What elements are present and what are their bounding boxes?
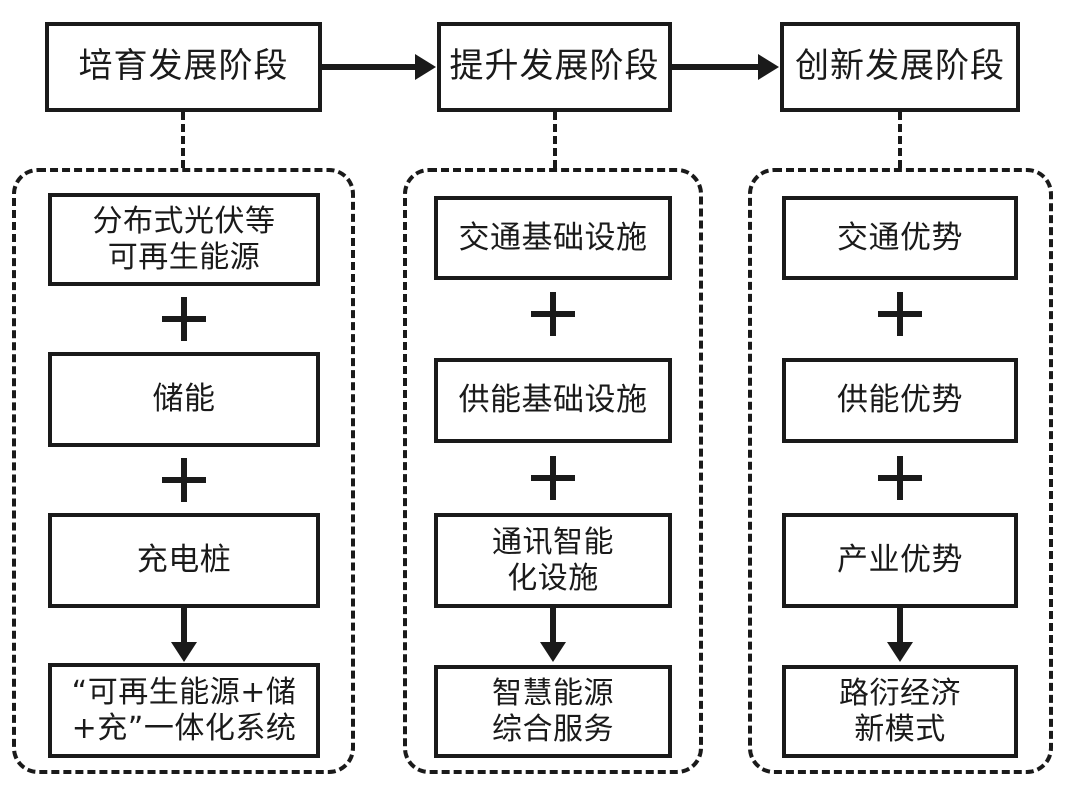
stage-arrow-2-to-3: [672, 64, 759, 70]
group-2-item-2-line1: 供能基础设施: [458, 382, 648, 419]
group-2-plus-1: [531, 292, 575, 336]
group-3-result[interactable]: 路衍经济 新模式: [782, 665, 1018, 758]
group-1-item-1[interactable]: 分布式光伏等 可再生能源: [48, 193, 320, 286]
group-3-down-arrow: [897, 608, 903, 643]
group-2-item-1[interactable]: 交通基础设施: [434, 196, 672, 280]
stage-label-3: 创新发展阶段: [795, 46, 1005, 87]
group-1-result-line1: “可再生能源+储: [71, 675, 297, 711]
group-container-1: [12, 168, 355, 774]
group-1-result-line2: +充”一体化系统: [71, 710, 297, 746]
group-container-3: [748, 168, 1053, 774]
group-3-item-1[interactable]: 交通优势: [782, 196, 1018, 280]
group-3-plus-1: [878, 292, 922, 336]
group-3-item-1-line1: 交通优势: [837, 219, 963, 256]
group-3-item-3[interactable]: 产业优势: [782, 513, 1018, 608]
stage-label-1: 培育发展阶段: [78, 46, 289, 87]
group-3-item-3-line1: 产业优势: [837, 542, 963, 579]
stage-arrow-1-to-2: [322, 64, 416, 70]
stage-box-1[interactable]: 培育发展阶段: [45, 22, 322, 112]
group-1-plus-1: [162, 297, 206, 341]
group-3-item-2-line1: 供能优势: [837, 382, 963, 419]
group-1-down-arrow: [181, 608, 187, 643]
group-2-item-3-line1: 通讯智能: [492, 525, 614, 561]
group-1-item-1-line1: 分布式光伏等: [92, 204, 276, 240]
group-2-result[interactable]: 智慧能源 综合服务: [434, 665, 672, 758]
group-1-plus-2: [162, 458, 206, 502]
group-2-down-arrow: [550, 608, 556, 643]
group-1-item-2-line1: 储能: [152, 381, 216, 418]
group-2-plus-2: [531, 456, 575, 500]
group-2-item-1-line1: 交通基础设施: [458, 219, 648, 256]
group-1-item-3-line1: 充电桩: [136, 542, 232, 579]
dashed-connector-2: [553, 112, 557, 168]
group-3-result-line1: 路衍经济: [839, 676, 961, 712]
group-2-result-line2: 综合服务: [492, 711, 614, 747]
group-2-item-3[interactable]: 通讯智能 化设施: [434, 513, 672, 608]
dashed-connector-1: [181, 112, 185, 168]
stage-box-2[interactable]: 提升发展阶段: [437, 22, 672, 112]
group-2-result-line1: 智慧能源: [492, 676, 614, 712]
group-1-item-2[interactable]: 储能: [48, 352, 320, 447]
group-1-result[interactable]: “可再生能源+储 +充”一体化系统: [48, 663, 320, 758]
group-3-item-2[interactable]: 供能优势: [782, 358, 1018, 443]
dashed-connector-3: [898, 112, 902, 168]
group-container-2: [403, 168, 703, 774]
group-1-item-3[interactable]: 充电桩: [48, 513, 320, 608]
group-3-plus-2: [878, 456, 922, 500]
stage-box-3[interactable]: 创新发展阶段: [780, 22, 1020, 112]
group-1-item-1-line2: 可再生能源: [107, 239, 261, 275]
stage-label-2: 提升发展阶段: [449, 46, 660, 87]
group-3-result-line2: 新模式: [854, 711, 946, 747]
group-2-item-3-line2: 化设施: [507, 560, 599, 596]
group-2-item-2[interactable]: 供能基础设施: [434, 358, 672, 443]
